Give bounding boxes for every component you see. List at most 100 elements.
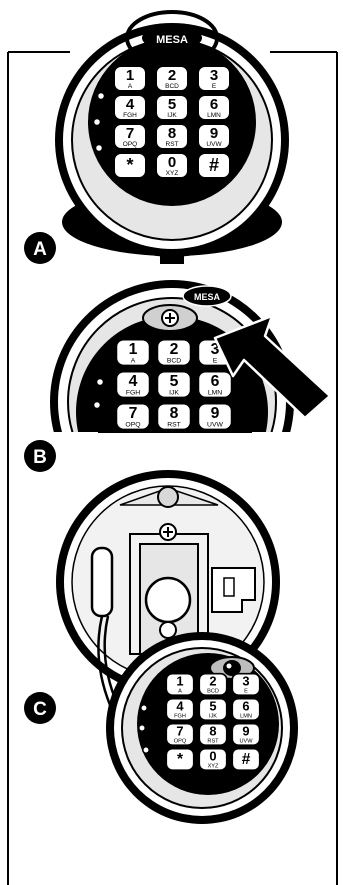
key-digit: # — [242, 751, 251, 768]
key-letters: XYZ — [208, 764, 219, 770]
key-letters: FGH — [126, 390, 140, 397]
key-digit: 4 — [129, 373, 138, 390]
key-digit: # — [209, 155, 219, 175]
key-digit: 6 — [211, 373, 220, 390]
c-key-star[interactable]: * — [166, 749, 194, 771]
key-letters: E — [213, 358, 218, 365]
key-letters: A — [128, 83, 133, 90]
key-digit: 3 — [242, 674, 249, 689]
key-digit: 5 — [209, 699, 216, 714]
key-digit: * — [126, 155, 133, 175]
key-digit: 9 — [242, 724, 249, 739]
key-letters: LMN — [207, 112, 221, 119]
key-letters: FGH — [174, 714, 186, 720]
c-key-1[interactable]: 1A — [166, 674, 194, 696]
key-letters: IJK — [169, 390, 179, 397]
c-key-3[interactable]: 3E — [232, 674, 260, 696]
a-key-3[interactable]: 3E — [198, 66, 230, 91]
a-key-1[interactable]: 1A — [114, 66, 146, 91]
key-letters: OPQ — [174, 739, 187, 745]
step-label-c: C — [33, 699, 47, 720]
key-digit: 7 — [129, 405, 138, 422]
c-key-hash[interactable]: # — [232, 749, 260, 771]
key-digit: 5 — [168, 96, 176, 113]
key-digit: 4 — [126, 96, 135, 113]
key-digit: 0 — [209, 749, 216, 764]
key-digit: 9 — [211, 405, 220, 422]
key-letters: IJK — [167, 112, 177, 119]
key-digit: 8 — [170, 405, 179, 422]
step-label-b: B — [33, 447, 47, 468]
a-key-hash[interactable]: # — [198, 153, 230, 178]
key-digit: 7 — [176, 724, 183, 739]
key-digit: 0 — [168, 154, 176, 171]
key-digit: 6 — [210, 96, 218, 113]
key-letters: UVW — [207, 422, 223, 429]
key-letters: OPQ — [123, 141, 137, 148]
key-letters: A — [178, 689, 182, 695]
panel-a: MESA 1A2BCD3E4FGH5IJK6LMN7OPQ8RST9UVW*0X… — [24, 12, 289, 264]
key-letters: RST — [207, 739, 219, 745]
key-digit: 5 — [170, 373, 179, 390]
key-letters: BCD — [207, 689, 219, 695]
a-key-star[interactable]: * — [114, 153, 146, 178]
key-letters: E — [244, 689, 248, 695]
key-letters: LMN — [240, 714, 252, 720]
mesa-logo: MESA — [156, 34, 188, 46]
key-digit: 6 — [242, 699, 249, 714]
key-letters: A — [131, 358, 136, 365]
b-key-1[interactable]: 1A — [116, 339, 150, 365]
key-digit: 1 — [176, 674, 183, 689]
key-digit: 2 — [168, 67, 176, 84]
key-digit: 1 — [129, 341, 138, 358]
key-letters: RST — [167, 422, 181, 429]
key-digit: 2 — [170, 341, 179, 358]
key-digit: 1 — [126, 67, 134, 84]
key-letters: FGH — [123, 112, 137, 119]
key-letters: E — [212, 83, 217, 90]
key-letters: RST — [166, 141, 179, 148]
step-label-a: A — [33, 239, 47, 260]
key-digit: 4 — [176, 699, 184, 714]
key-letters: UVW — [206, 141, 222, 148]
key-letters: BCD — [167, 358, 181, 365]
key-digit: * — [177, 751, 183, 768]
mesa-logo-small: MESA — [194, 292, 221, 302]
key-digit: 2 — [209, 674, 216, 689]
key-letters: IJK — [209, 714, 217, 720]
key-digit: 8 — [209, 724, 216, 739]
key-digit: 9 — [210, 125, 218, 142]
key-letters: XYZ — [166, 170, 179, 177]
key-digit: 8 — [168, 125, 176, 142]
key-letters: OPQ — [125, 422, 140, 429]
key-letters: UVW — [239, 739, 253, 745]
key-digit: 7 — [126, 125, 134, 142]
key-letters: LMN — [208, 390, 222, 397]
